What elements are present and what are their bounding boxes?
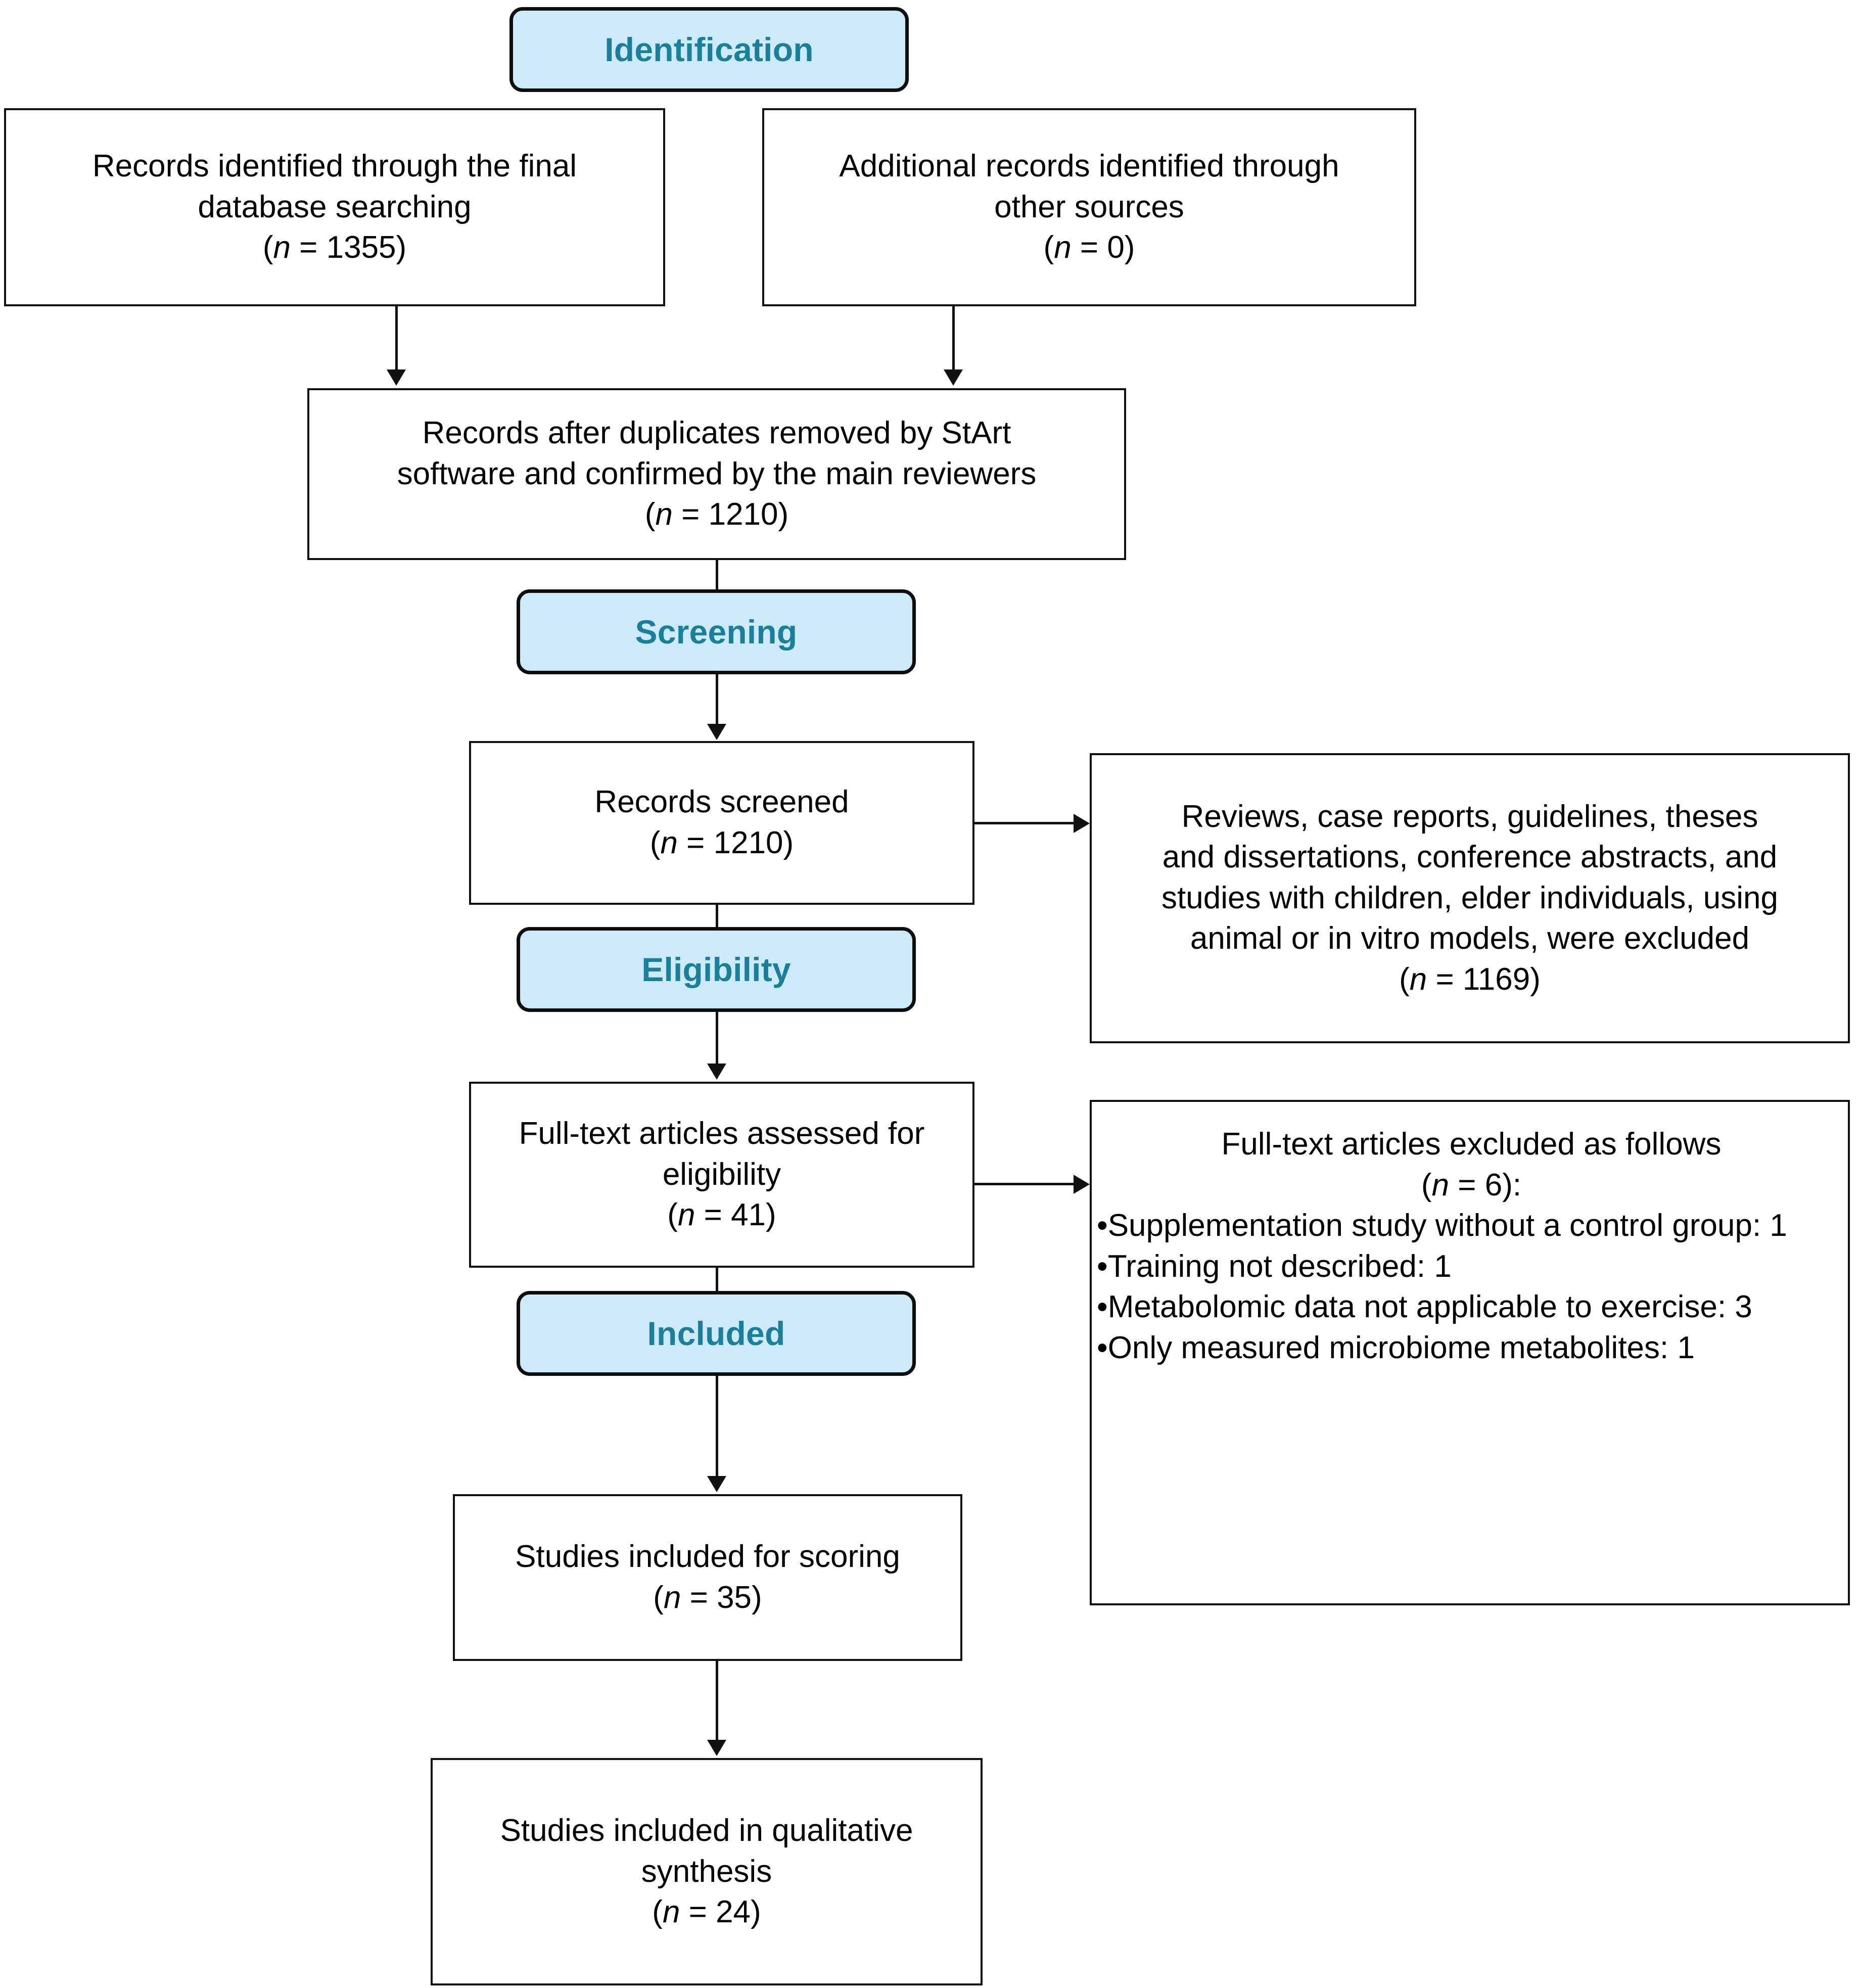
connector-other-to-duplicates (952, 306, 955, 371)
list-item: •Only measured microbiome metabolites: 1 (1097, 1330, 1695, 1365)
fulltext-excluded-reason-list: •Supplementation study without a control… (1097, 1206, 1846, 1368)
records-screened-line1: Records screened (594, 784, 849, 820)
box-records-screened: Records screened (n = 1210) (469, 741, 974, 905)
fulltext-excluded-count: (n = 6): (1421, 1167, 1522, 1203)
connector-fulltext-to-included (716, 1268, 718, 1299)
screening-excluded-line3: studies with children, elder individuals… (1161, 880, 1778, 915)
arrow-scoring-to-synthesis (707, 1740, 726, 1756)
connector-records-screened-to-eligibility (716, 905, 718, 935)
box-records-identified-other-sources: Additional records identified through ot… (762, 108, 1416, 306)
arrow-included-to-scoring (707, 1476, 726, 1492)
duplicates-line1: Records after duplicates removed by StAr… (422, 415, 1011, 451)
records-other-count: (n = 0) (1043, 230, 1135, 265)
stage-badge-identification: Identification (509, 7, 909, 92)
list-item: •Training not described: 1 (1097, 1249, 1452, 1284)
stage-badge-included-label: Included (647, 1315, 785, 1352)
stage-badge-screening: Screening (517, 589, 916, 674)
box-duplicates-removed: Records after duplicates removed by StAr… (307, 388, 1126, 560)
studies-synthesis-count: (n = 24) (652, 1894, 761, 1930)
arrow-database-to-duplicates (387, 369, 406, 386)
list-item: •Metabolomic data not applicable to exer… (1097, 1289, 1752, 1325)
stage-badge-included: Included (517, 1291, 916, 1376)
screening-excluded-line4: animal or in vitro models, were excluded (1190, 921, 1750, 956)
box-studies-included-scoring: Studies included for scoring (n = 35) (453, 1494, 962, 1661)
connector-included-to-scoring (716, 1376, 718, 1477)
connector-fulltext-to-excluded (974, 1183, 1076, 1185)
arrow-fulltext-to-excluded (1074, 1175, 1090, 1194)
connector-database-to-duplicates (395, 306, 398, 371)
box-fulltext-assessed: Full-text articles assessed for eligibil… (469, 1082, 974, 1268)
studies-synthesis-line2: synthesis (641, 1854, 772, 1889)
duplicates-line2: software and confirmed by the main revie… (397, 456, 1037, 491)
fulltext-assessed-line2: eligibility (662, 1157, 781, 1192)
connector-records-screened-to-exclusions (974, 822, 1076, 824)
studies-synthesis-line1: Studies included in qualitative (500, 1813, 913, 1848)
connector-screening-to-records-screened (716, 674, 718, 725)
records-database-line2: database searching (198, 189, 472, 224)
stage-badge-screening-label: Screening (635, 613, 798, 651)
stage-badge-eligibility-label: Eligibility (641, 951, 791, 988)
records-other-line1: Additional records identified through (839, 149, 1339, 184)
screening-excluded-line2: and dissertations, conference abstracts,… (1162, 840, 1778, 875)
studies-scoring-count: (n = 35) (653, 1580, 762, 1615)
arrow-screening-to-records-screened (707, 724, 726, 740)
screening-excluded-line1: Reviews, case reports, guidelines, these… (1181, 799, 1758, 834)
fulltext-assessed-line1: Full-text articles assessed for (519, 1116, 925, 1151)
box-screening-excluded: Reviews, case reports, guidelines, these… (1090, 753, 1850, 1043)
connector-scoring-to-synthesis (716, 1661, 718, 1741)
duplicates-count: (n = 1210) (644, 497, 789, 532)
records-database-count: (n = 1355) (262, 230, 407, 265)
list-item: •Supplementation study without a control… (1097, 1208, 1787, 1243)
box-fulltext-excluded: Full-text articles excluded as follows (… (1090, 1100, 1850, 1605)
arrow-other-to-duplicates (944, 369, 963, 386)
box-studies-included-synthesis: Studies included in qualitative synthesi… (431, 1758, 983, 1985)
records-other-line2: other sources (994, 189, 1184, 224)
screening-excluded-count: (n = 1169) (1399, 961, 1541, 997)
stage-badge-eligibility: Eligibility (517, 927, 916, 1012)
fulltext-excluded-title: Full-text articles excluded as follows (1221, 1127, 1722, 1162)
studies-scoring-line1: Studies included for scoring (515, 1539, 900, 1575)
records-database-line1: Records identified through the final (92, 149, 577, 184)
connector-eligibility-to-fulltext (716, 1012, 718, 1065)
connector-duplicates-to-screening (716, 560, 718, 595)
box-records-identified-database: Records identified through the final dat… (4, 108, 665, 306)
records-screened-count: (n = 1210) (649, 825, 794, 860)
arrow-records-screened-to-exclusions (1074, 814, 1090, 833)
arrow-eligibility-to-fulltext (707, 1064, 726, 1080)
stage-badge-identification-label: Identification (604, 31, 814, 68)
fulltext-assessed-count: (n = 41) (667, 1197, 776, 1233)
